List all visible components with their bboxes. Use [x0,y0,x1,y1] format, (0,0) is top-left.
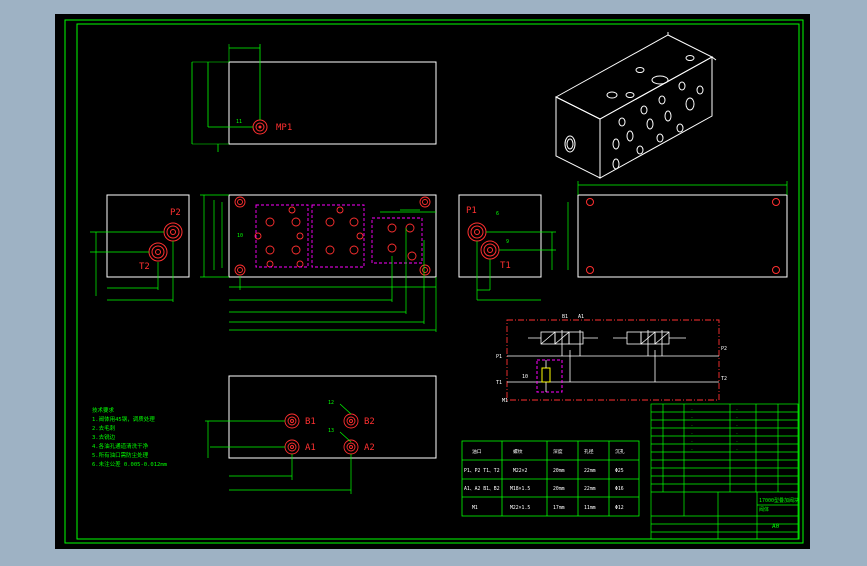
svg-text:6: 6 [496,211,499,217]
model-space[interactable] [55,14,810,549]
svg-text:M18×1.5: M18×1.5 [510,486,530,492]
left-view[interactable]: P2 T2 [90,194,190,302]
drawing-sub: 阀体 [759,506,769,513]
top-view[interactable]: MP1 11 [191,44,437,152]
a2-label: A2 [364,443,375,453]
svg-text:11: 11 [236,119,242,125]
b1-label: B1 [305,417,316,427]
svg-text:—: — [691,423,693,427]
svg-text:—: — [736,439,738,443]
t1-label: T1 [500,261,511,271]
front-view[interactable]: 10 [200,194,437,332]
svg-text:A1: A1 [578,314,584,320]
svg-text:M1: M1 [502,398,508,404]
sheet-size: A0 [772,523,780,530]
svg-text:—: — [691,439,693,443]
outer-frame [64,19,804,544]
svg-text:深度: 深度 [553,448,563,455]
title-block: — — — — — — — — — — — — 17000型叠加阀块 阀体 A0 [650,403,799,540]
svg-text:4.各油孔通道清洗干净: 4.各油孔通道清洗干净 [92,442,149,450]
mp1-label: MP1 [276,123,292,133]
svg-text:Φ16: Φ16 [615,486,624,492]
svg-text:6.未注公差 0.005-0.012mm: 6.未注公差 0.005-0.012mm [92,460,168,468]
svg-text:—: — [691,415,693,419]
isometric-view[interactable] [554,32,717,179]
p2-label: P2 [170,208,181,218]
svg-text:10: 10 [237,233,243,239]
svg-text:—: — [691,447,693,451]
svg-text:Φ25: Φ25 [615,468,624,474]
svg-text:22mm: 22mm [584,486,596,492]
inner-frame [76,23,800,540]
right-view[interactable]: P1 T1 6 9 [458,194,556,301]
svg-text:M22×1.5: M22×1.5 [510,505,530,511]
svg-text:T2: T2 [721,376,727,382]
svg-text:20mm: 20mm [553,468,565,474]
svg-text:2.去毛刺: 2.去毛刺 [92,424,116,432]
svg-text:—: — [736,407,738,411]
svg-text:—: — [691,431,693,435]
svg-text:—: — [736,415,738,419]
port-table: 油口 螺纹 深度 孔径 沉孔 P1、P2 T1、T2 M22×2 20mm 22… [461,440,640,517]
hydraulic-schematic[interactable]: B1 A1 P2 T2 P1 T1 M1 10 [496,314,727,404]
svg-text:油口: 油口 [472,448,482,455]
svg-text:螺纹: 螺纹 [513,448,523,455]
drawing-title: 17000型叠加阀块 [759,497,799,504]
svg-text:沉孔: 沉孔 [615,448,625,455]
a1-label: A1 [305,443,316,453]
svg-text:11mm: 11mm [584,505,596,511]
svg-text:A1、A2 B1、B2: A1、A2 B1、B2 [464,486,500,492]
svg-text:P1、P2 T1、T2: P1、P2 T1、T2 [464,468,500,474]
t2-label: T2 [139,262,150,272]
svg-text:—: — [691,407,693,411]
svg-text:M1: M1 [472,505,478,511]
svg-text:20mm: 20mm [553,486,565,492]
p1-label: P1 [466,206,477,216]
svg-text:P2: P2 [721,346,727,352]
svg-text:3.去锐边: 3.去锐边 [92,433,116,441]
svg-text:Φ12: Φ12 [615,505,624,511]
svg-text:5.所有油口需防尘处理: 5.所有油口需防尘处理 [92,451,149,459]
svg-text:17mm: 17mm [553,505,565,511]
svg-text:B1: B1 [562,314,568,320]
svg-text:9: 9 [506,239,509,245]
svg-text:13: 13 [328,428,334,434]
svg-text:T1: T1 [496,380,502,386]
svg-text:M22×2: M22×2 [513,468,528,474]
svg-text:孔径: 孔径 [584,448,594,455]
b2-label: B2 [364,417,375,427]
technical-notes: 技术要求 1.阀体用45钢，调质处理 2.去毛刺 3.去锐边 4.各油孔通道清洗… [92,406,168,468]
svg-text:—: — [736,447,738,451]
svg-text:22mm: 22mm [584,468,596,474]
bottom-view[interactable]: B1 B2 A1 A2 12 13 [205,375,437,494]
svg-text:1.阀体用45钢，调质处理: 1.阀体用45钢，调质处理 [92,415,155,423]
svg-text:12: 12 [328,400,334,406]
svg-text:—: — [736,423,738,427]
side-long-view[interactable] [567,181,788,278]
svg-text:技术要求: 技术要求 [92,406,115,414]
svg-text:P1: P1 [496,354,502,360]
svg-text:—: — [736,431,738,435]
svg-text:10: 10 [522,374,528,380]
